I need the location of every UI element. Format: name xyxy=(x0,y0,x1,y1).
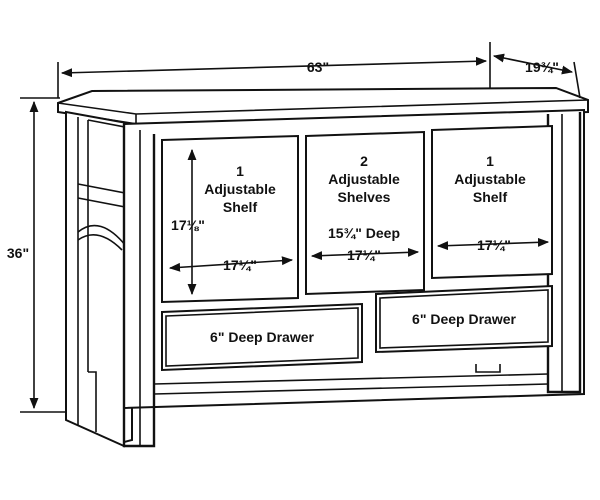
center-panel-depth: 15¾" Deep xyxy=(328,225,400,241)
left-drawer-label: 6" Deep Drawer xyxy=(210,329,314,345)
right-panel-width: 17¼" xyxy=(477,237,511,253)
right-drawer xyxy=(375,284,553,354)
right-panel-line2: Shelf xyxy=(473,189,508,205)
left-panel-line2: Shelf xyxy=(223,199,258,215)
left-panel-width: 17¼" xyxy=(223,257,257,273)
right-panel-line1: Adjustable xyxy=(454,171,526,187)
right-drawer-label: 6" Deep Drawer xyxy=(412,311,516,327)
depth-label: 19¾" xyxy=(525,59,559,75)
center-panel-dims xyxy=(310,247,420,261)
center-panel-count: 2 xyxy=(360,153,368,169)
right-panel-dims xyxy=(436,237,550,251)
height-dimension xyxy=(20,97,66,413)
drawers xyxy=(161,284,553,372)
height-label: 36" xyxy=(7,245,29,261)
left-side xyxy=(65,110,133,448)
left-panel-count: 1 xyxy=(236,163,244,179)
left-drawer xyxy=(161,302,363,372)
left-panel-line1: Adjustable xyxy=(204,181,276,197)
depth-dimension xyxy=(492,53,581,99)
width-dimension xyxy=(57,42,491,98)
width-label: 63" xyxy=(307,59,329,75)
left-panel-height: 17⅛" xyxy=(171,217,205,233)
left-panel-dims xyxy=(168,148,294,296)
center-panel-line1: Adjustable xyxy=(328,171,400,187)
center-panel-width: 17¼" xyxy=(347,247,381,263)
right-panel-count: 1 xyxy=(486,153,494,169)
center-panel-line2: Shelves xyxy=(338,189,391,205)
